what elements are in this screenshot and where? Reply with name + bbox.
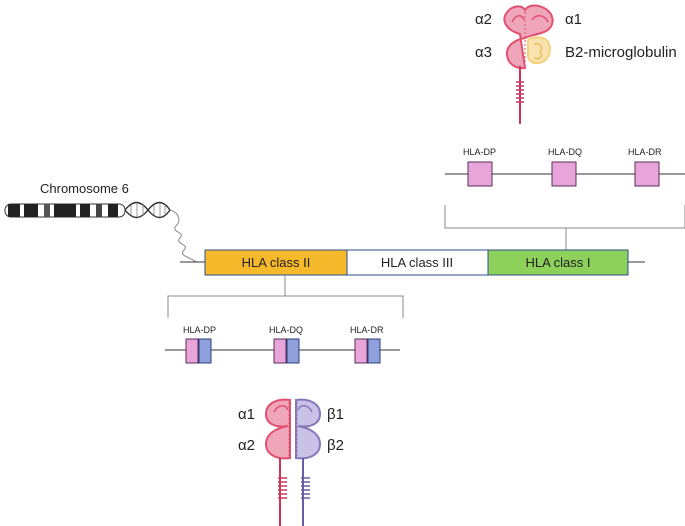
class1-alpha1-label: α1: [565, 11, 582, 28]
class1-alpha2-label: α2: [475, 11, 492, 28]
class1-alpha3-label: α3: [475, 44, 492, 61]
b2-microglobulin-label: B2-microglobulin: [565, 44, 677, 61]
chromosome-label: Chromosome 6: [40, 181, 129, 196]
class1-gene-box-dq: [551, 161, 577, 187]
class1-gene-label-dq: HLA-DQ: [548, 147, 582, 157]
class2-gene-label-dp: HLA-DP: [183, 325, 216, 335]
class2-gene-dq-alpha: [273, 338, 287, 364]
class1-molecule: α2 α1 α3 B2-microglobulin: [475, 4, 677, 124]
b2-microglobulin-domain: [527, 36, 551, 65]
class1-gene-box-dp: [467, 161, 493, 187]
class2-gene-label-dr: HLA-DR: [350, 325, 384, 335]
class2-alpha-coil: [278, 477, 287, 499]
class2-gene-row: HLA-DP HLA-DQ HLA-DR: [165, 275, 404, 364]
class1-alpha-chain: [503, 4, 554, 70]
class2-alpha1-label: α1: [238, 406, 255, 423]
hla-class1-segment: [487, 249, 629, 276]
class2-beta2-label: β2: [327, 437, 344, 454]
class2-gene-dp-beta: [198, 338, 212, 364]
hla-class3-label: HLA class III: [381, 255, 453, 270]
class2-bracket: [167, 295, 404, 318]
class2-gene-dq-beta: [286, 338, 300, 364]
class1-transmembrane-coil: [516, 81, 524, 103]
class2-gene-dp-alpha: [185, 338, 199, 364]
class2-gene-dr-beta: [367, 338, 381, 364]
class2-beta-chain: [295, 398, 322, 460]
chromosome-6: Chromosome 6: [4, 181, 205, 263]
class2-alpha2-label: α2: [238, 437, 255, 454]
class1-bracket: [444, 205, 685, 229]
class2-gene-dr-alpha: [354, 338, 368, 364]
hla-class3-segment: [346, 249, 489, 276]
dna-squiggle: [169, 209, 205, 263]
class2-alpha-chain: [264, 398, 291, 460]
mhc-region: HLA class II HLA class III HLA class I: [180, 249, 645, 276]
class1-gene-box-dr: [634, 161, 660, 187]
hla-class2-label: HLA class II: [242, 255, 311, 270]
class2-beta-coil: [301, 477, 310, 499]
hla-class1-label: HLA class I: [525, 255, 590, 270]
class1-gene-label-dp: HLA-DP: [463, 147, 496, 157]
class1-gene-row: HLA-DP HLA-DQ HLA-DR: [444, 147, 685, 250]
class1-gene-label-dr: HLA-DR: [628, 147, 662, 157]
class2-molecule: α1 α2 β1 β2: [238, 398, 344, 526]
class2-beta1-label: β1: [327, 406, 344, 423]
class2-gene-label-dq: HLA-DQ: [269, 325, 303, 335]
